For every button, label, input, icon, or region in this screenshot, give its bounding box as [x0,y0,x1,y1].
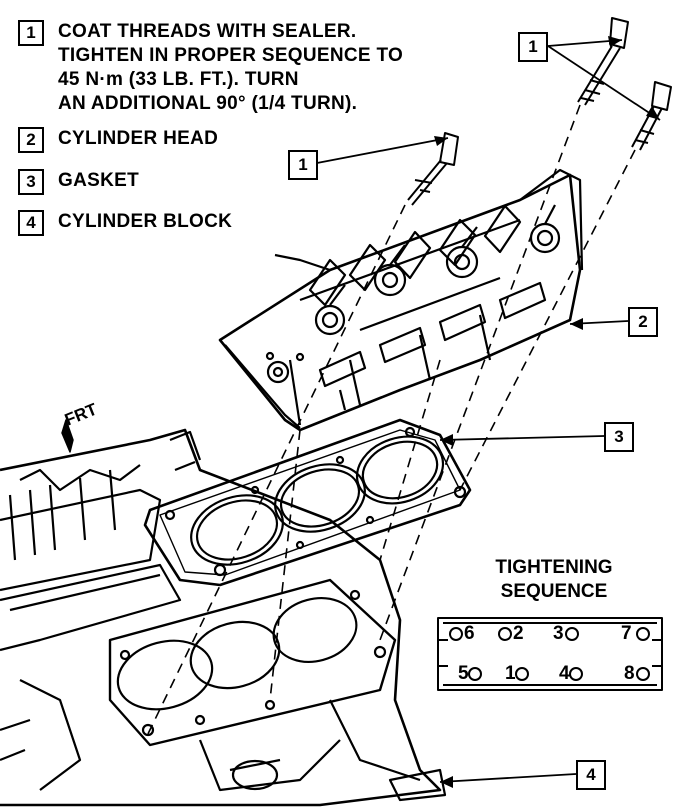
head-bolts-drawing [407,17,672,206]
sequence-number: 2 [513,623,524,644]
legend-number-box: 1 [18,20,44,46]
legend-item-2: 2 CYLINDER HEAD [18,127,218,153]
sequence-number: 3 [553,623,564,644]
legend-item-3: 3 GASKET [18,169,139,195]
alignment-lines [144,104,636,741]
frt-arrow-icon [61,419,74,453]
legend-number-box: 4 [18,210,44,236]
sequence-number: 8 [624,663,635,684]
sequence-number: 1 [505,663,516,684]
tightening-sequence-title: TIGHTENING SEQUENCE [495,557,613,602]
callout-bolt-upper: 1 [518,32,548,62]
legend-item-4: 4 CYLINDER BLOCK [18,210,232,236]
callout-cylinder-head: 2 [628,307,658,337]
cylinder-block-drawing [0,428,447,807]
legend-text: CYLINDER BLOCK [58,211,233,232]
callout-bolt-middle: 1 [288,150,318,180]
legend-number-box: 2 [18,127,44,153]
cylinder-head-drawing [218,168,584,432]
sequence-number: 5 [458,663,469,684]
legend-text: CYLINDER HEAD [58,128,219,149]
legend-text: GASKET [58,170,139,191]
sequence-number: 7 [621,623,632,644]
sequence-number: 6 [464,623,475,644]
sequence-number: 4 [559,663,570,684]
gasket-drawing [143,418,472,587]
legend-item-1: 1 COAT THREADS WITH SEALER. TIGHTEN IN P… [18,20,403,116]
legend-text: COAT THREADS WITH SEALER. TIGHTEN IN PRO… [58,21,404,114]
callout-cylinder-block: 4 [576,760,606,790]
callout-gasket: 3 [604,422,634,452]
leader-lines [316,39,661,783]
leader-arrowheads [434,36,660,788]
legend-number-box: 3 [18,169,44,195]
tightening-sequence-diagram [437,617,663,691]
